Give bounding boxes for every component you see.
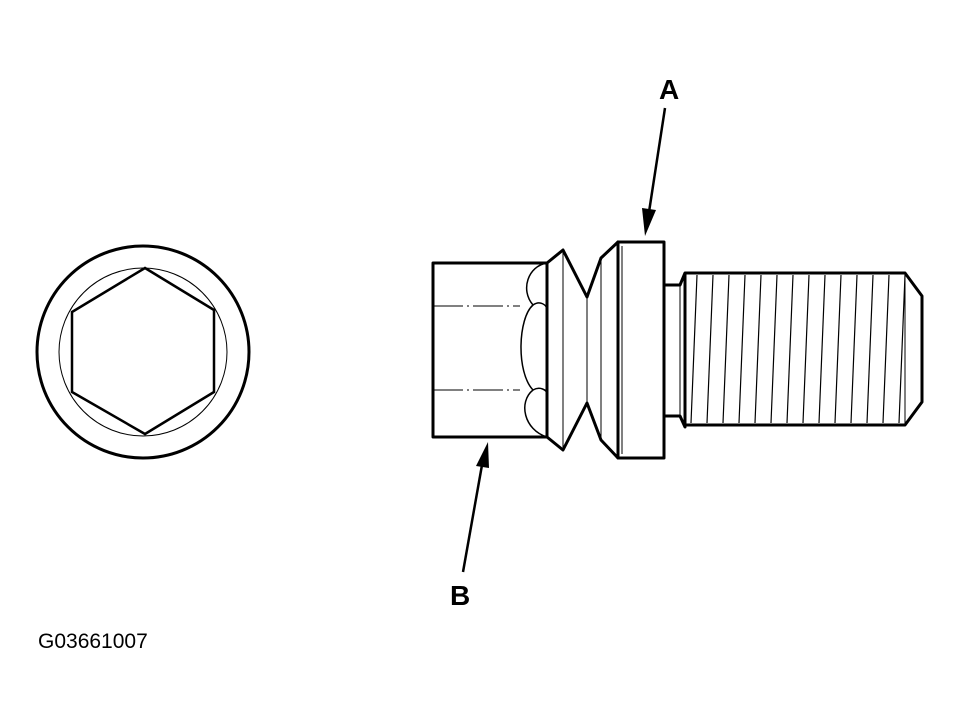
flange-collar bbox=[616, 240, 666, 460]
threaded-shank bbox=[685, 271, 924, 427]
label-b: B bbox=[450, 580, 471, 611]
neck bbox=[664, 271, 687, 429]
hex-socket-icon bbox=[70, 266, 216, 436]
head-lobes bbox=[520, 262, 548, 438]
leader-arrow-a bbox=[642, 107, 667, 236]
thread-lines bbox=[690, 274, 906, 424]
label-a: A bbox=[659, 74, 680, 105]
end-view-inner-circle bbox=[58, 267, 228, 437]
bolt-side-view bbox=[431, 240, 924, 460]
figure-code: G03661007 bbox=[38, 630, 148, 653]
end-view-outer-circle bbox=[35, 244, 251, 460]
bolt-head bbox=[431, 261, 549, 439]
leader-arrow-b bbox=[461, 442, 489, 573]
bolt-end-view bbox=[35, 244, 251, 460]
taper-section bbox=[546, 240, 620, 460]
